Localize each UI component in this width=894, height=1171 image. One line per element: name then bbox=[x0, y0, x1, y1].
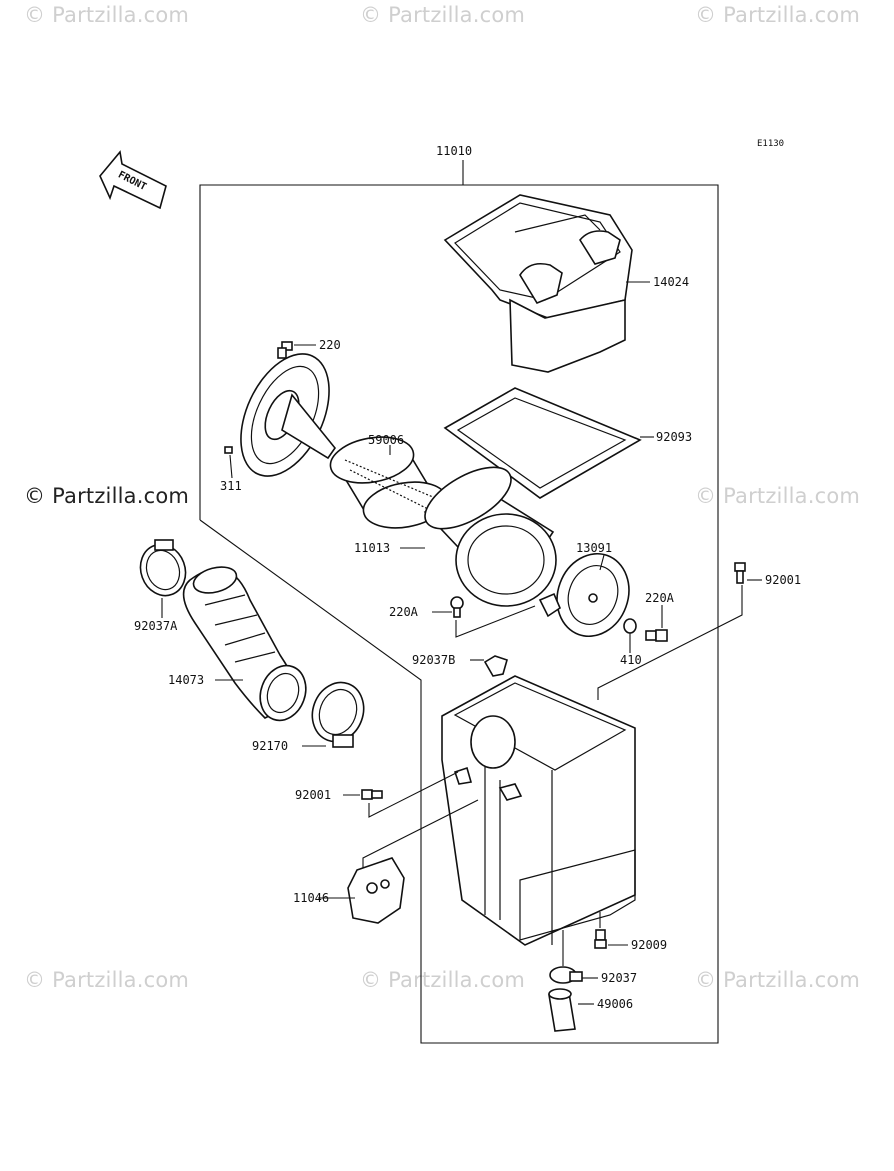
part-label-92037A: 92037A bbox=[134, 619, 178, 633]
screw-220 bbox=[277, 341, 316, 359]
drain-plug-49006 bbox=[548, 988, 594, 1032]
clamp-92037 bbox=[549, 930, 598, 984]
filter-holder-plate bbox=[224, 353, 337, 479]
part-label-92001-right: 92001 bbox=[765, 573, 801, 587]
bolt-92001-right bbox=[597, 562, 762, 700]
bolt-92001-left bbox=[343, 771, 459, 818]
filter-cap-13091 bbox=[538, 552, 630, 638]
intake-duct-14073 bbox=[182, 566, 307, 722]
part-label-410: 410 bbox=[620, 653, 642, 667]
part-label-49006: 49006 bbox=[597, 997, 633, 1011]
assembly-outline bbox=[199, 160, 719, 1044]
clamp-92037A bbox=[139, 539, 187, 618]
part-label-92093: 92093 bbox=[656, 430, 692, 444]
part-label-11046: 11046 bbox=[293, 891, 329, 905]
clip-92037B bbox=[470, 655, 508, 677]
screw-220A-right bbox=[645, 605, 668, 642]
part-label-59006: 59006 bbox=[368, 433, 404, 447]
air-box-body bbox=[441, 675, 636, 946]
screw-220A-left bbox=[432, 596, 536, 638]
watermark-top-center: © Partzilla.com bbox=[360, 3, 526, 27]
screw-92009 bbox=[594, 912, 628, 949]
watermark-bottom-right: © Partzilla.com bbox=[695, 968, 861, 992]
watermark-bottom-center: © Partzilla.com bbox=[360, 968, 526, 992]
air-box-cover bbox=[443, 194, 650, 373]
part-label-92037: 92037 bbox=[601, 971, 637, 985]
air-filter-11013 bbox=[400, 466, 557, 607]
part-label-311: 311 bbox=[220, 479, 242, 493]
part-label-13091: 13091 bbox=[576, 541, 612, 555]
front-arrow-icon: FRONT bbox=[99, 150, 167, 210]
watermark-mid-right: © Partzilla.com bbox=[695, 484, 861, 508]
part-label-92037B: 92037B bbox=[412, 653, 455, 667]
part-label-92001-left: 92001 bbox=[295, 788, 331, 802]
part-label-92170: 92170 bbox=[252, 739, 288, 753]
part-label-92009: 92009 bbox=[631, 938, 667, 952]
part-label-220A-right: 220A bbox=[645, 591, 675, 605]
part-label-11013: 11013 bbox=[354, 541, 390, 555]
ref-code: E1130 bbox=[757, 139, 784, 149]
part-label-14073: 14073 bbox=[168, 673, 204, 687]
bracket-11046 bbox=[318, 799, 479, 924]
watermark-top-right: © Partzilla.com bbox=[695, 3, 861, 27]
clamp-92170 bbox=[302, 681, 365, 748]
washer-410 bbox=[623, 618, 637, 653]
part-label-11010: 11010 bbox=[436, 144, 472, 158]
watermark-bottom-left: © Partzilla.com bbox=[24, 968, 190, 992]
watermark-top-left: © Partzilla.com bbox=[24, 3, 190, 27]
part-label-14024: 14024 bbox=[653, 275, 689, 289]
part-label-220A-left: 220A bbox=[389, 605, 419, 619]
watermark-mid-left: © Partzilla.com bbox=[24, 484, 190, 508]
part-label-220: 220 bbox=[319, 338, 341, 352]
